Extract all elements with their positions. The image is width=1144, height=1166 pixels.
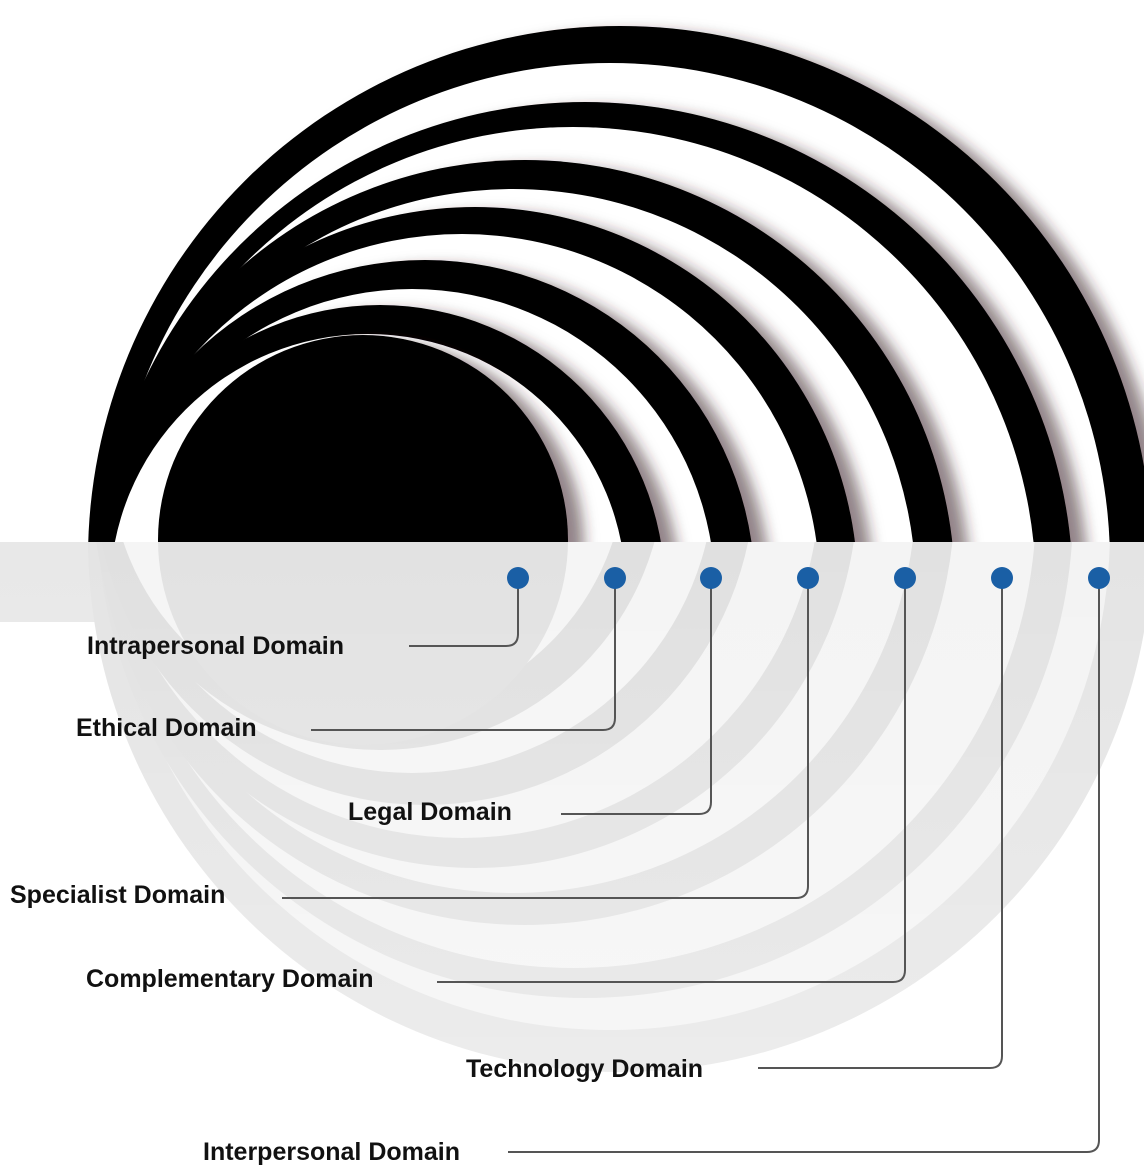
connector-technology: [758, 578, 1003, 1069]
dot-intrapersonal: [507, 567, 529, 589]
dot-legal: [700, 567, 722, 589]
label-specialist: Specialist Domain: [10, 881, 225, 909]
dot-interpersonal: [1088, 567, 1110, 589]
arch-core: [158, 335, 568, 542]
dot-specialist: [797, 567, 819, 589]
label-legal: Legal Domain: [348, 798, 512, 826]
label-interpersonal: Interpersonal Domain: [203, 1138, 460, 1166]
dot-complementary: [894, 567, 916, 589]
dots-group: [507, 567, 1110, 589]
labels-group: Intrapersonal Domain Ethical Domain Lega…: [10, 632, 703, 1166]
connector-specialist: [282, 578, 809, 899]
label-ethical: Ethical Domain: [76, 714, 257, 742]
dot-ethical: [604, 567, 626, 589]
connector-legal: [561, 578, 712, 815]
label-complementary: Complementary Domain: [86, 965, 374, 993]
connector-intrapersonal: [409, 578, 519, 647]
dot-technology: [991, 567, 1013, 589]
connectors-group: [282, 578, 1100, 1153]
label-technology: Technology Domain: [466, 1055, 703, 1083]
label-intrapersonal: Intrapersonal Domain: [87, 632, 344, 660]
arches-group: [88, 26, 1144, 542]
connector-ethical: [311, 578, 616, 731]
reflection-group: [0, 542, 1144, 1166]
connector-complementary: [437, 578, 906, 983]
connector-interpersonal: [508, 578, 1100, 1153]
